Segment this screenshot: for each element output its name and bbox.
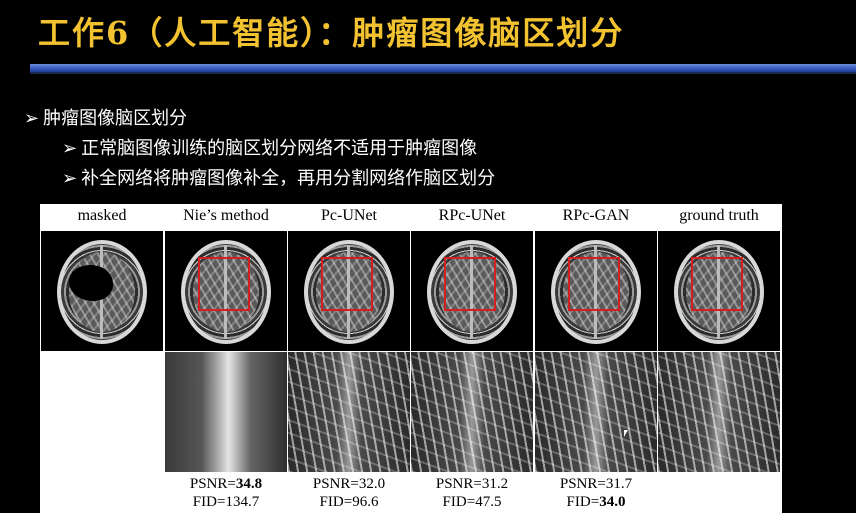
psnr-value: PSNR=32.0 bbox=[312, 476, 386, 492]
roi-box bbox=[444, 257, 496, 311]
psnr-value: PSNR=34.8 bbox=[189, 476, 263, 492]
zoomed-roi-image bbox=[288, 352, 410, 472]
psnr-value: PSNR=31.7 bbox=[559, 476, 633, 492]
mri-scan-image bbox=[41, 231, 163, 351]
bullet-main: ➢肿瘤图像脑区划分 bbox=[24, 104, 187, 130]
bullet-text: 补全网络将肿瘤图像补全，再用分割网络作脑区划分 bbox=[81, 168, 496, 189]
arrow-bullet-icon: ➢ bbox=[62, 138, 78, 159]
zoomed-roi-image bbox=[535, 352, 657, 472]
arrow-bullet-icon: ➢ bbox=[24, 108, 40, 129]
mri-scan-image bbox=[165, 231, 287, 351]
bullet-sub-2: ➢补全网络将肿瘤图像补全，再用分割网络作脑区划分 bbox=[62, 164, 495, 190]
fid-value: FID=96.6 bbox=[319, 494, 379, 510]
mri-scan-image bbox=[288, 231, 410, 351]
psnr-value: PSNR=31.2 bbox=[435, 476, 509, 492]
roi-box bbox=[568, 257, 620, 311]
zoomed-roi-image bbox=[658, 352, 780, 472]
mri-scan-image bbox=[535, 231, 657, 351]
column-label: masked bbox=[77, 207, 127, 224]
bullet-text: 正常脑图像训练的脑区划分网络不适用于肿瘤图像 bbox=[81, 138, 478, 159]
mri-scan-image bbox=[658, 231, 780, 351]
fid-value: FID=47.5 bbox=[442, 494, 502, 510]
bullet-sub-1: ➢正常脑图像训练的脑区划分网络不适用于肿瘤图像 bbox=[62, 134, 477, 160]
arrow-bullet-icon: ➢ bbox=[62, 168, 78, 189]
roi-box bbox=[691, 257, 743, 311]
roi-box bbox=[321, 257, 373, 311]
column-label: ground truth bbox=[679, 207, 759, 224]
column-label: RPc-GAN bbox=[562, 207, 630, 224]
zoomed-roi-image bbox=[165, 352, 287, 472]
title-rule-shadow bbox=[30, 72, 856, 74]
zoomed-roi-image bbox=[411, 352, 533, 472]
column-label: Nie’s method bbox=[183, 207, 269, 224]
bullet-text: 肿瘤图像脑区划分 bbox=[43, 108, 188, 129]
column-label: RPc-UNet bbox=[438, 207, 506, 224]
mri-scan-image bbox=[411, 231, 533, 351]
fid-value: FID=134.7 bbox=[192, 494, 260, 510]
roi-box bbox=[198, 257, 250, 311]
slide-title: 工作6（人工智能）：肿瘤图像脑区划分 bbox=[38, 14, 625, 52]
mouse-cursor-icon bbox=[624, 430, 628, 437]
title-rule bbox=[30, 64, 856, 72]
column-label: Pc-UNet bbox=[321, 207, 377, 224]
masked-region bbox=[69, 265, 113, 301]
fid-value: FID=34.0 bbox=[566, 494, 626, 510]
